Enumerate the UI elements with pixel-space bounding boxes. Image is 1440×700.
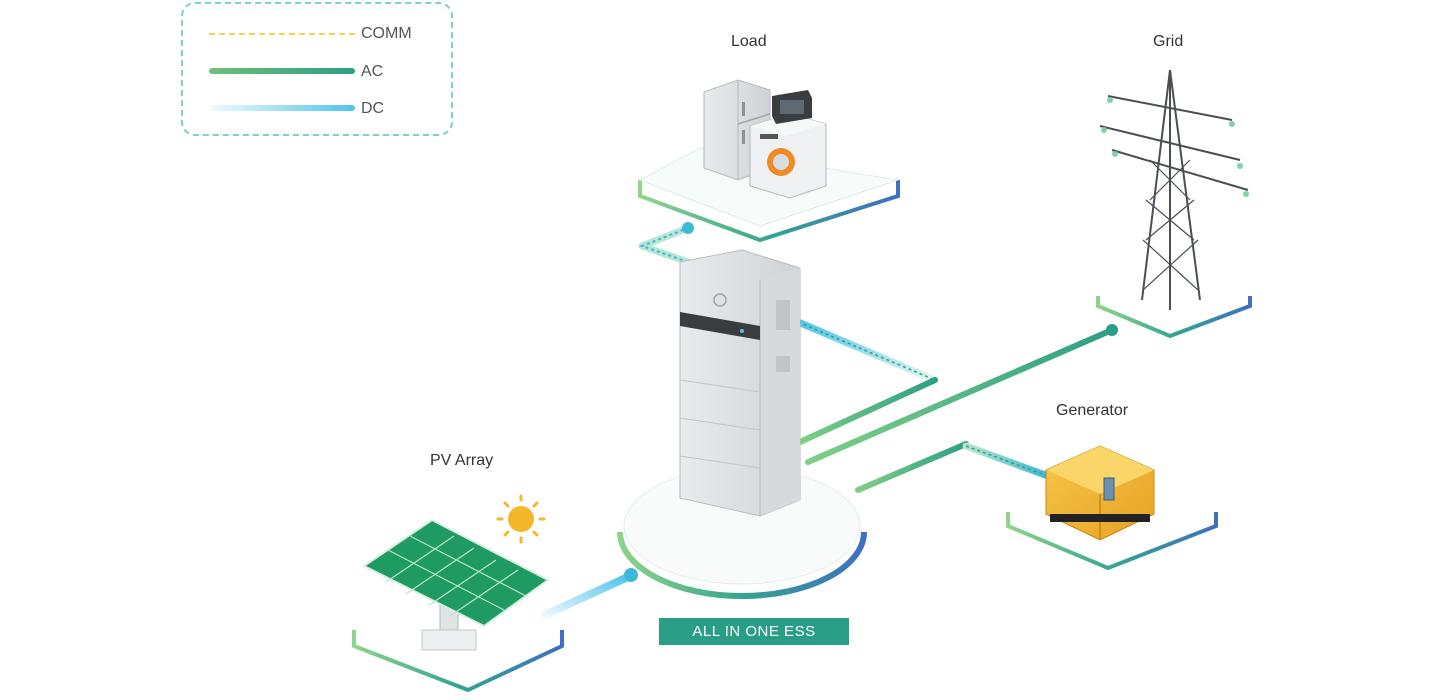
- grid-node: [1096, 69, 1252, 339]
- pv-ess-connection: [541, 568, 638, 619]
- comm-line-swatch: [209, 33, 355, 35]
- ess-ac-upper-connection: [797, 377, 938, 445]
- pv-platform: [354, 600, 562, 690]
- legend-label-ac: AC: [361, 63, 384, 80]
- load-node: [638, 79, 900, 243]
- legend-row-ac: AC: [209, 62, 449, 82]
- legend-label-comm: COMM: [361, 25, 412, 42]
- grid-platform: [1098, 268, 1250, 336]
- washing-machine-icon: [749, 113, 827, 199]
- legend-row-dc: DC: [209, 99, 449, 119]
- generator-label: Generator: [1056, 402, 1129, 419]
- legend-label-dc: DC: [361, 100, 385, 117]
- pv-array-label: PV Array: [430, 452, 494, 469]
- ess-cabinet-icon: [679, 249, 801, 517]
- load-platform: [640, 148, 898, 240]
- refrigerator-icon: [703, 79, 771, 181]
- ess-comm-connection: [794, 318, 939, 384]
- generator-platform: [1008, 474, 1216, 568]
- pv-array-node: [352, 494, 564, 693]
- ess-generator-connection: [855, 441, 1052, 493]
- generator-node: [1006, 445, 1218, 571]
- legend-row-comm: COMM: [209, 24, 449, 44]
- ac-line-swatch: [209, 68, 355, 74]
- ess-node: [617, 249, 867, 599]
- ess-badge: ALL IN ONE ESS: [659, 618, 849, 645]
- ess-load-connection: [638, 222, 694, 266]
- legend: COMM AC DC: [181, 2, 453, 136]
- load-label: Load: [731, 33, 767, 50]
- ess-grid-connection: [805, 324, 1118, 465]
- ess-platform: [620, 468, 864, 596]
- transmission-tower-icon: [1099, 69, 1249, 310]
- dc-line-swatch: [209, 105, 355, 111]
- grid-label: Grid: [1153, 33, 1184, 50]
- solar-panel-icon: [362, 518, 550, 628]
- microwave-icon: [772, 90, 812, 124]
- generator-icon: [1045, 445, 1155, 541]
- sun-icon: [496, 494, 546, 544]
